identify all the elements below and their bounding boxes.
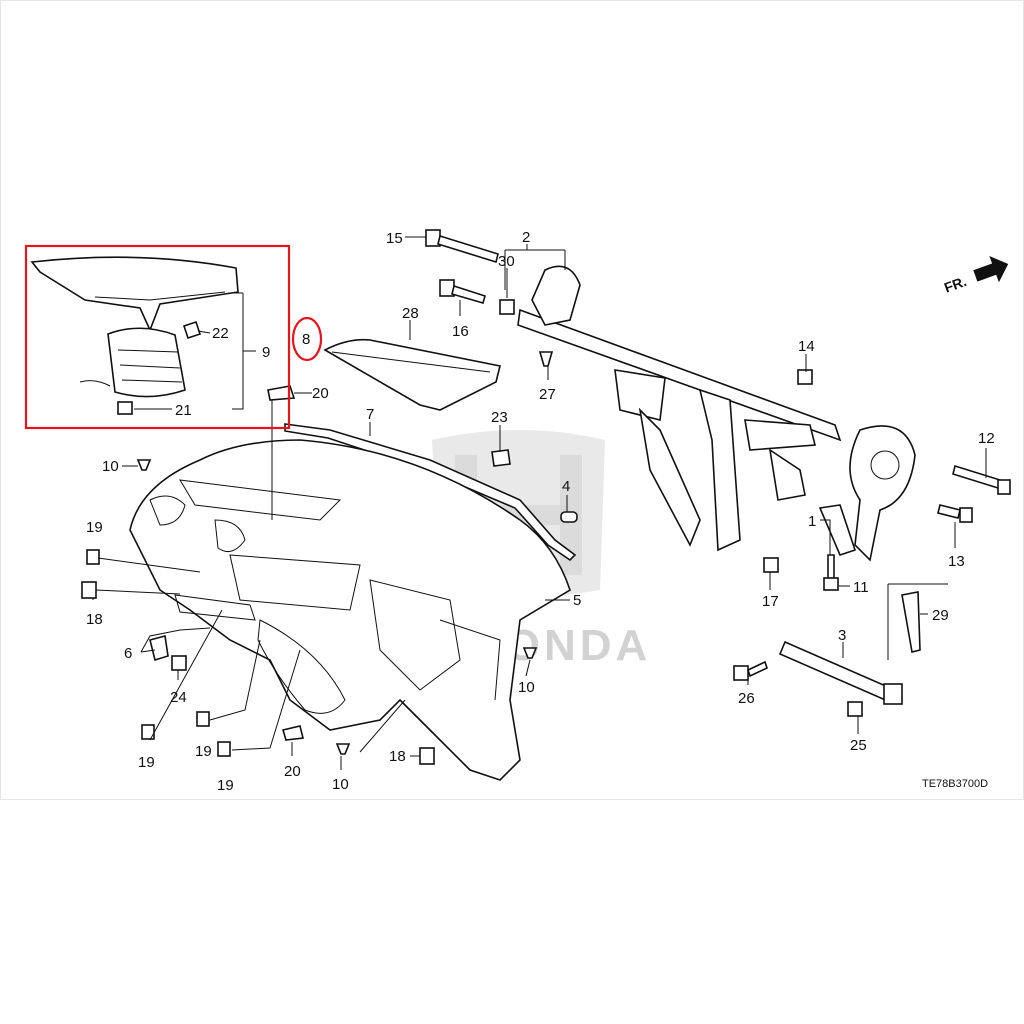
airbag-lid bbox=[30, 256, 239, 333]
dash-trim-strip bbox=[284, 423, 577, 562]
callout-24[interactable]: 24 bbox=[170, 689, 187, 706]
nut-21-drawing bbox=[117, 401, 133, 415]
callout-17[interactable]: 17 bbox=[762, 593, 779, 610]
callout-28[interactable]: 28 bbox=[402, 305, 419, 322]
callout-6[interactable]: 6 bbox=[124, 645, 132, 662]
nut-30-drawing bbox=[499, 299, 515, 315]
callout-19-bottom-mid[interactable]: 19 bbox=[195, 743, 212, 760]
leader-lines bbox=[92, 236, 987, 770]
bolt-11-drawing bbox=[823, 554, 839, 591]
bolt-12-drawing bbox=[952, 464, 1011, 495]
bracket-6-drawing bbox=[149, 634, 169, 662]
bolt-18b-drawing bbox=[419, 747, 435, 765]
nut-24-drawing bbox=[171, 655, 187, 671]
nut-17-drawing bbox=[763, 557, 779, 573]
callout-10-right[interactable]: 10 bbox=[518, 679, 535, 696]
callout-11[interactable]: 11 bbox=[853, 579, 869, 596]
drawing-code: TE78B3700D bbox=[922, 778, 988, 790]
dashboard-lid bbox=[323, 338, 501, 411]
callout-16[interactable]: 16 bbox=[452, 323, 469, 340]
callout-1[interactable]: 1 bbox=[808, 513, 816, 530]
bolt-19a-drawing bbox=[86, 549, 100, 565]
callout-18-left[interactable]: 18 bbox=[86, 611, 103, 628]
bolt-19d-drawing bbox=[217, 741, 231, 757]
callout-21[interactable]: 21 bbox=[175, 402, 192, 419]
bolt-16-drawing bbox=[439, 279, 486, 304]
callout-23[interactable]: 23 bbox=[491, 409, 508, 426]
callout-25[interactable]: 25 bbox=[850, 737, 867, 754]
callout-13[interactable]: 13 bbox=[948, 553, 965, 570]
airbag-assembly-highlight-box bbox=[24, 244, 291, 430]
part-8-highlight-circle bbox=[291, 316, 323, 362]
callout-15[interactable]: 15 bbox=[386, 230, 403, 247]
callout-20-bottom[interactable]: 20 bbox=[284, 763, 301, 780]
brace-3-drawing bbox=[778, 640, 903, 705]
callout-10-bottom[interactable]: 10 bbox=[332, 776, 349, 793]
callout-12[interactable]: 12 bbox=[978, 430, 995, 447]
callout-29[interactable]: 29 bbox=[932, 607, 949, 624]
callout-30[interactable]: 30 bbox=[498, 253, 515, 270]
callout-19-bottom-right[interactable]: 19 bbox=[217, 777, 234, 794]
callout-10-top[interactable]: 10 bbox=[102, 458, 119, 475]
front-label: FR. bbox=[942, 273, 969, 296]
callouts: 15 2 30 16 27 28 14 12 13 11 1 17 23 4 5… bbox=[86, 229, 995, 794]
callout-5[interactable]: 5 bbox=[573, 592, 581, 609]
bolt-15-drawing bbox=[425, 229, 499, 264]
clip-23-drawing bbox=[491, 449, 511, 467]
clip-20b-drawing bbox=[281, 725, 304, 741]
airbag-module bbox=[79, 327, 186, 398]
callout-19-left[interactable]: 19 bbox=[86, 519, 103, 536]
callout-20-top[interactable]: 20 bbox=[312, 385, 329, 402]
pin-4-drawing bbox=[560, 511, 578, 523]
instrument-panel bbox=[129, 439, 571, 781]
callout-26[interactable]: 26 bbox=[738, 690, 755, 707]
screw-10a-drawing bbox=[136, 459, 152, 471]
callout-18-bottom[interactable]: 18 bbox=[389, 748, 406, 765]
callout-3[interactable]: 3 bbox=[838, 627, 846, 644]
nut-25-drawing bbox=[847, 701, 863, 717]
steering-hanger-beam bbox=[517, 265, 916, 562]
callout-9[interactable]: 9 bbox=[262, 344, 270, 361]
bolt-13-drawing bbox=[937, 504, 973, 523]
callout-19-bottom-left[interactable]: 19 bbox=[138, 754, 155, 771]
clip-20a-drawing bbox=[267, 385, 296, 401]
screw-10b-drawing bbox=[522, 647, 538, 659]
arrow-icon bbox=[973, 255, 1009, 283]
callout-22[interactable]: 22 bbox=[212, 325, 229, 342]
bolt-18a-drawing bbox=[81, 581, 97, 599]
clip-22-drawing bbox=[182, 320, 202, 340]
bolt-19c-drawing bbox=[196, 711, 210, 727]
callout-4[interactable]: 4 bbox=[562, 478, 570, 495]
screw-27-drawing bbox=[538, 351, 554, 367]
callout-8[interactable]: 8 bbox=[302, 331, 310, 348]
callout-14[interactable]: 14 bbox=[798, 338, 815, 355]
bracket-29-drawing bbox=[901, 591, 921, 653]
screw-10c-drawing bbox=[335, 743, 351, 755]
bolt-26-drawing bbox=[733, 660, 768, 681]
front-direction-indicator: FR. bbox=[942, 255, 1009, 296]
callout-2[interactable]: 2 bbox=[522, 229, 530, 246]
callout-27[interactable]: 27 bbox=[539, 386, 556, 403]
callout-7[interactable]: 7 bbox=[366, 406, 374, 423]
bolt-14-drawing bbox=[797, 369, 813, 385]
